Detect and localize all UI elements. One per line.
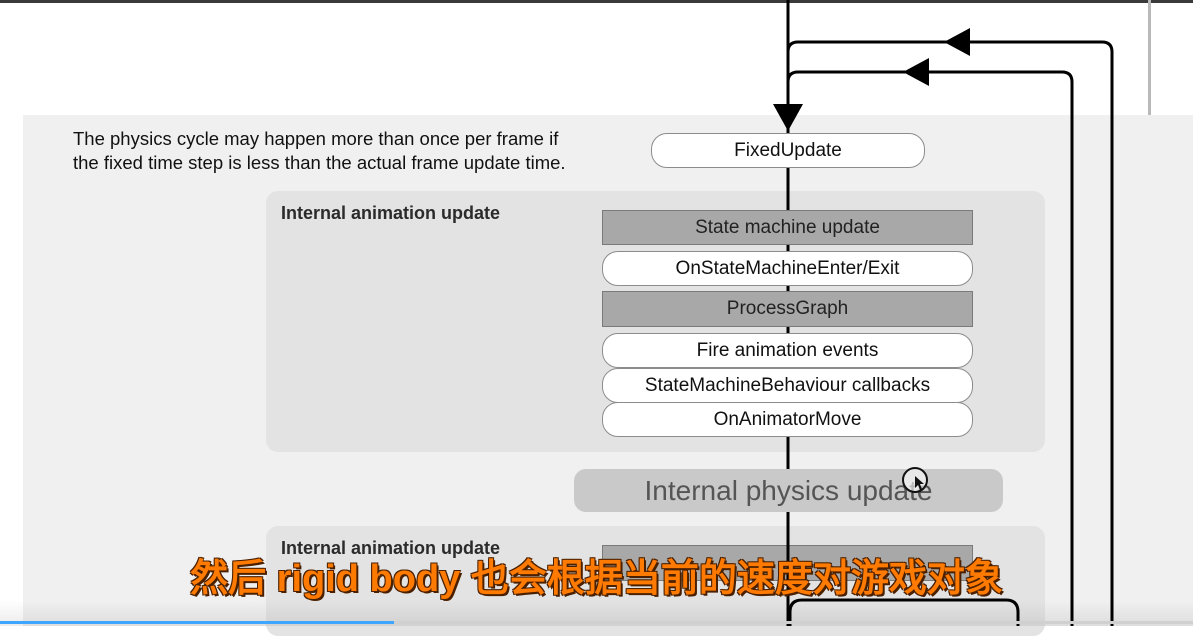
processgraph-box: ProcessGraph	[602, 291, 973, 327]
fixedupdate-node: FixedUpdate	[651, 133, 925, 168]
top-border	[0, 0, 1193, 3]
video-progress-track[interactable]	[0, 621, 1193, 624]
video-subtitle: 然后 rigid body 也会根据当前的速度对游戏对象	[190, 558, 1003, 600]
lower-loop-line	[788, 598, 1020, 626]
video-progress-fill	[0, 621, 394, 624]
onanimatormove-node: OnAnimatorMove	[602, 402, 973, 437]
note-line-2: the fixed time step is less than the act…	[73, 152, 566, 173]
inner-loop-line	[786, 70, 1074, 626]
animation-update-group-2	[266, 526, 1045, 636]
animation-update-title-2: Internal animation update	[281, 538, 501, 558]
inner-loop-arrowhead	[903, 58, 929, 86]
fixedupdate-arrowhead	[773, 104, 803, 131]
mouse-cursor-icon	[902, 467, 928, 493]
onstatemachine-enter-exit-node: OnStateMachineEnter/Exit	[602, 251, 973, 286]
physics-cycle-note: The physics cycle may happen more than o…	[73, 127, 643, 175]
fire-animation-events-node: Fire animation events	[602, 333, 973, 368]
outer-loop-arrowhead	[944, 28, 970, 56]
statemachinebehaviour-callbacks-node: StateMachineBehaviour callbacks	[602, 368, 973, 403]
internal-physics-update-node: Internal physics update	[574, 469, 1003, 512]
animation-update-title-1: Internal animation update	[281, 203, 501, 223]
note-line-1: The physics cycle may happen more than o…	[73, 128, 559, 149]
state-machine-update-box: State machine update	[602, 210, 973, 245]
